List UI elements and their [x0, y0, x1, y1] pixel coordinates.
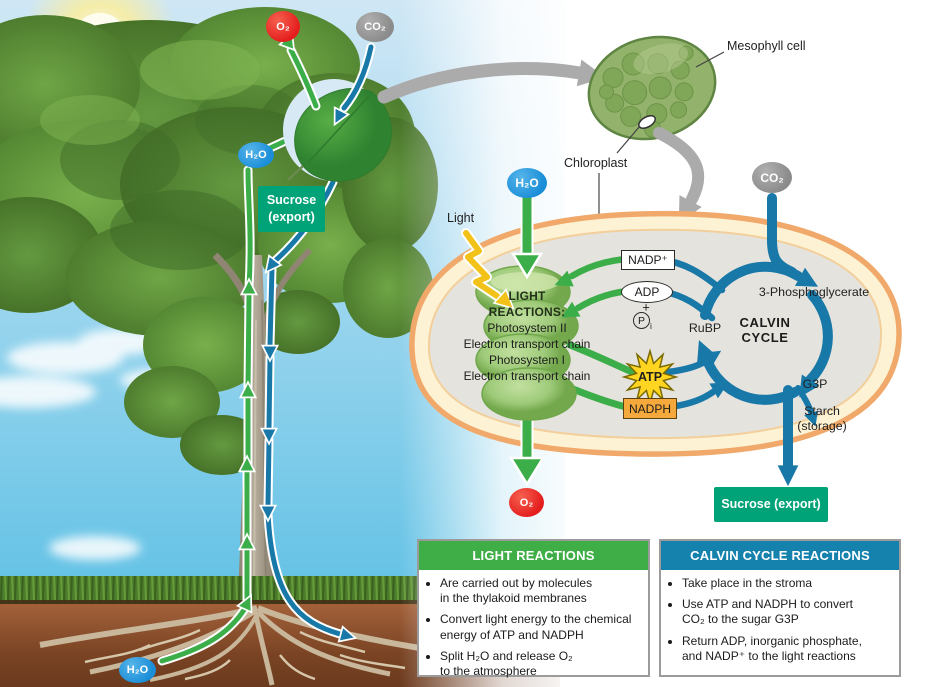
leaf-closeup: [278, 29, 392, 182]
calvin-line1: CALVIN: [739, 315, 791, 330]
calvin-cycle-bullet-list: Take place in the stroma Use ATP and NAD…: [667, 576, 893, 664]
label-pointer-lines: [598, 51, 725, 216]
light-reactions-bullet-list: Are carried out by molecules in the thyl…: [425, 576, 642, 679]
light-label: Light: [447, 211, 475, 225]
h2o-label: H₂O: [515, 176, 539, 190]
o2-label: O₂: [276, 20, 290, 33]
xylem-water-arrows: [157, 120, 315, 666]
zoom-arrow-to-chloroplast: [653, 127, 705, 230]
nadph-tag: NADPH: [623, 398, 677, 419]
nadp-tag: NADP⁺: [621, 250, 675, 270]
calvin-cycle-title: CALVIN CYCLE: [739, 315, 790, 345]
starch-line2: (storage): [797, 419, 847, 433]
bullet-item: Convert light energy to the chemical ene…: [440, 612, 642, 642]
mesophyll-cell: [587, 35, 717, 141]
sucrose-export-label: Sucrose (export): [721, 497, 821, 512]
bullet-item: Split H₂O and release O₂ to the atmosphe…: [440, 649, 642, 679]
adp-label: ADP: [634, 285, 660, 299]
light-reactions-text-block: LIGHT REACTIONS: Photosystem II Electron…: [442, 288, 612, 384]
sucrose-line2: (export): [268, 210, 315, 224]
zoom-arrow-to-mesophyll: [377, 59, 609, 104]
nadph-label: NADPH: [628, 401, 671, 416]
phosphoglycerate-label: 3-Phosphoglycerate: [758, 285, 870, 299]
inorganic-phosphate-symbol: P i: [633, 312, 652, 331]
rubp-label: RuBP: [688, 321, 722, 335]
bullet-item: Return ADP, inorganic phosphate, and NAD…: [682, 634, 893, 664]
nadp-label: NADP⁺: [628, 253, 668, 267]
sucrose-export-box-output: Sucrose (export): [714, 487, 828, 522]
thylakoid-line: Electron transport chain: [463, 337, 591, 351]
o2-label: O₂: [519, 496, 534, 509]
leaf: [294, 88, 392, 182]
h2o-badge-soil: H₂O: [119, 657, 156, 683]
calvin-cycle-info-box: CALVIN CYCLE REACTIONS Take place in the…: [659, 539, 901, 677]
thylakoid-line: LIGHT: [508, 289, 546, 303]
chloroplast-label: Chloroplast: [564, 156, 628, 170]
thylakoid-line: Photosystem I: [488, 353, 566, 367]
o2-badge-output: O₂: [509, 488, 544, 517]
starch-label: Starch (storage): [797, 404, 847, 434]
sucrose-line1: Sucrose: [266, 193, 317, 208]
h2o-badge-leaf: H₂O: [238, 142, 274, 168]
sucrose-export-box-leaf: Sucrose (export): [258, 186, 325, 232]
h2o-badge-chloroplast: H₂O: [507, 168, 547, 198]
g3p-label: G3P: [802, 377, 828, 391]
adp-tag: ADP: [621, 281, 673, 303]
bullet-item: Use ATP and NADPH to convert CO₂ to the …: [682, 597, 893, 627]
p-circle: P: [633, 312, 650, 329]
calvin-line2: CYCLE: [741, 330, 789, 345]
o2-badge-leaf: O₂: [266, 11, 300, 42]
thylakoid-line: Photosystem II: [487, 321, 567, 335]
calvin-cycle-info-title: CALVIN CYCLE REACTIONS: [661, 541, 899, 570]
bullet-item: Take place in the stroma: [682, 576, 893, 591]
light-bolt-icon: [461, 228, 521, 316]
p-subscript: i: [650, 321, 652, 331]
plus-sign: +: [642, 299, 650, 315]
bullet-item: Are carried out by molecules in the thyl…: [440, 576, 642, 606]
h2o-label: H₂O: [126, 664, 149, 676]
thylakoid-line: Electron transport chain: [463, 369, 591, 383]
co2-badge-leaf: CO₂: [356, 12, 394, 42]
h2o-label: H₂O: [245, 149, 267, 161]
calvin-cycle-arrows: [689, 193, 833, 487]
co2-label: CO₂: [760, 170, 784, 185]
light-reactions-info-box: LIGHT REACTIONS Are carried out by molec…: [417, 539, 650, 679]
thylakoid-stack: [475, 265, 579, 421]
mesophyll-cell-label: Mesophyll cell: [727, 39, 806, 53]
light-reactions-info-title: LIGHT REACTIONS: [419, 541, 648, 570]
atp-label: ATP: [637, 370, 663, 384]
co2-label: CO₂: [364, 21, 386, 33]
h2o-input-arrow: [510, 191, 544, 280]
thylakoid-line: REACTIONS:: [488, 305, 566, 319]
starch-line1: Starch: [804, 404, 840, 418]
co2-badge-chloroplast: CO₂: [752, 162, 792, 193]
